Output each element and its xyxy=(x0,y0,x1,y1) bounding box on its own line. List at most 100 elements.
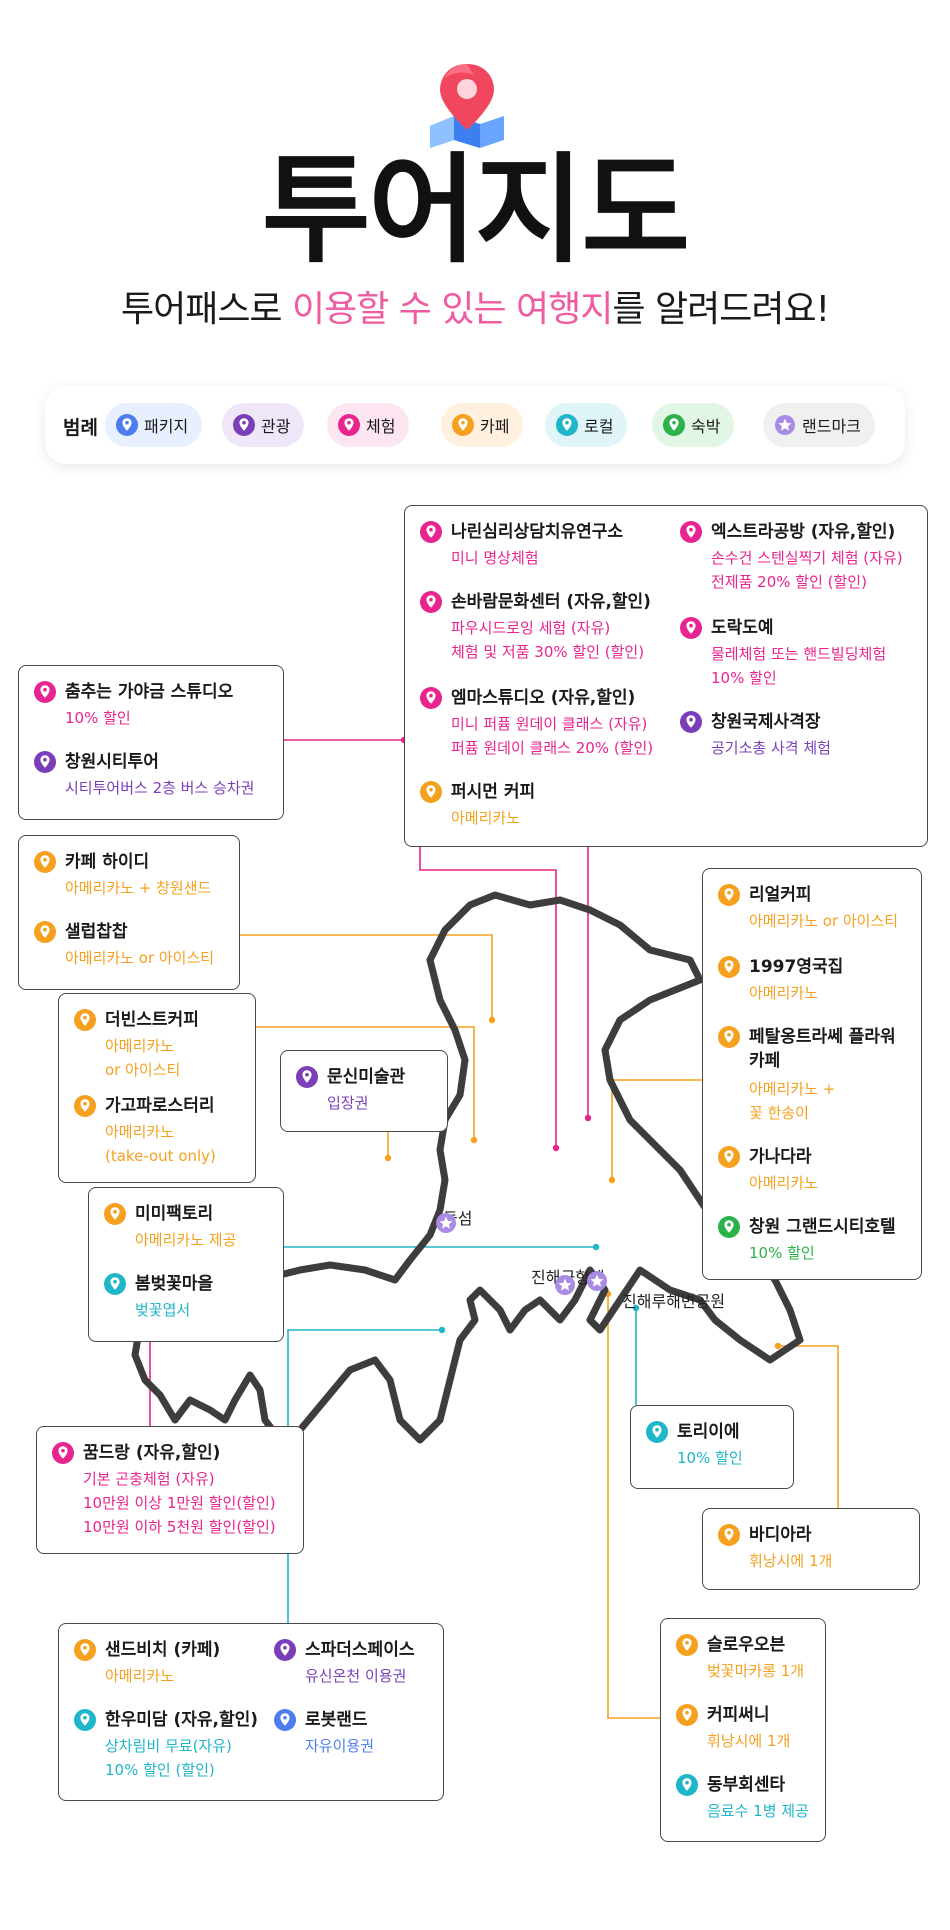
legend-item-체험: 체험 xyxy=(327,403,410,447)
map-pin-icon xyxy=(33,850,57,874)
place-name: 샌드비치 (카페) xyxy=(105,1640,221,1660)
place-benefit: 아메리카노 or 아이스티 xyxy=(749,912,899,930)
place-name: 카페 하이디 xyxy=(65,852,150,872)
place-benefit: 손수건 스텐실찍기 체험 (자유) xyxy=(711,549,903,567)
location-dot xyxy=(384,1154,392,1162)
place-name: 꿈드랑 (자유,할인) xyxy=(83,1443,221,1463)
legend-item-랜드마크: 랜드마크 xyxy=(763,403,875,447)
map-pin-icon xyxy=(419,590,443,614)
place-name: 퍼시먼 커피 xyxy=(451,782,536,802)
map-pin-icon xyxy=(419,686,443,710)
map-pin-icon xyxy=(717,955,741,979)
map-pin-icon xyxy=(675,1633,699,1657)
map-pin-icon xyxy=(679,520,703,544)
map-pin-icon xyxy=(717,1523,741,1547)
location-dot xyxy=(774,1342,782,1350)
map-pin-icon xyxy=(419,520,443,544)
place-name: 문신미술관 xyxy=(327,1067,406,1087)
place-benefit: 파우시드로잉 세험 (자유) xyxy=(451,619,611,637)
map-pin-icon xyxy=(73,1008,97,1032)
map-pin-icon xyxy=(675,1703,699,1727)
map-pin-icon xyxy=(717,1025,741,1049)
place-benefit: 휘낭시에 1개 xyxy=(749,1552,833,1570)
place-benefit: 퍼퓸 원데이 클래스 20% (할인) xyxy=(451,739,654,757)
map-pin-icon xyxy=(717,1215,741,1239)
place-name: 엑스트라공방 (자유,할인) xyxy=(711,522,896,542)
star-icon xyxy=(585,1269,609,1293)
connector-line xyxy=(149,1337,258,1426)
page-title: 투어지도 xyxy=(261,141,690,279)
location-dot xyxy=(470,1136,478,1144)
map-pin-icon xyxy=(717,1145,741,1169)
place-benefit: 공기소총 사격 체험 xyxy=(711,739,831,757)
place-benefit: 10% 할인 xyxy=(677,1449,743,1467)
connector-line xyxy=(611,1079,702,1180)
place-benefit: 아메리카노 제공 xyxy=(135,1231,237,1249)
legend-item-label: 랜드마크 xyxy=(802,417,861,436)
map-pin-icon xyxy=(295,1065,319,1089)
page-subtitle: 투어패스로 이용할 수 있는 여행지를 알려드려요! xyxy=(0,288,950,332)
subtitle-prefix: 투어패스로 xyxy=(120,289,292,330)
map-pin-icon xyxy=(73,1094,97,1118)
place-benefit: 벚꽃엽서 xyxy=(135,1301,191,1319)
place-name: 커피써니 xyxy=(707,1705,770,1725)
place-name: 로봇랜드 xyxy=(305,1710,368,1730)
star-icon xyxy=(773,413,797,437)
location-dot xyxy=(438,1326,446,1334)
map-pin-icon xyxy=(103,1202,127,1226)
landmark-label-jinhaeru-beach-park: 진해루해변공원 xyxy=(622,1292,726,1311)
place-benefit: 10% 할인 xyxy=(749,1244,815,1262)
place-benefit: 아메리카노 xyxy=(105,1123,175,1141)
place-name: 한우미담 (자유,할인) xyxy=(105,1710,259,1730)
location-dot xyxy=(552,1144,560,1152)
place-name: 가고파로스터리 xyxy=(105,1096,215,1116)
place-benefit: 기본 곤충체험 (자유) xyxy=(83,1470,215,1488)
connector-line xyxy=(240,934,493,1020)
place-name: 손바람문화센터 (자유,할인) xyxy=(451,592,651,612)
place-name: 리얼커피 xyxy=(749,885,812,905)
legend-item-관광: 관광 xyxy=(222,403,305,447)
place-benefit: 자유이용권 xyxy=(305,1737,375,1755)
map-pin-icon xyxy=(555,413,579,437)
legend-item-label: 체험 xyxy=(366,417,396,436)
place-name: 1997영국집 xyxy=(749,957,844,977)
place-benefit: 아메리카노 xyxy=(105,1667,175,1685)
map-pin-icon xyxy=(115,413,139,437)
map-pin-icon xyxy=(73,1708,97,1732)
place-benefit: 10% 할인 (할인) xyxy=(105,1761,215,1779)
place-benefit: 시티투어버스 2층 버스 승차권 xyxy=(65,779,255,797)
map-pin-icon xyxy=(451,413,475,437)
map-pin-icon xyxy=(675,1773,699,1797)
map-pin-icon xyxy=(679,710,703,734)
map-pin-hero-icon xyxy=(430,64,504,148)
place-benefit: 아메리카노 + 창원샌드 xyxy=(65,879,212,897)
map-pin-icon xyxy=(51,1441,75,1465)
place-name: 바디아라 xyxy=(749,1525,812,1545)
place-name: 춤추는 가야금 스튜디오 xyxy=(65,682,234,702)
map-pin-icon xyxy=(33,680,57,704)
place-benefit: or 아이스티 xyxy=(105,1061,181,1079)
map-pin-icon xyxy=(33,920,57,944)
place-benefit: 10만원 이상 1만원 할인(할인) xyxy=(83,1494,276,1512)
location-dot xyxy=(592,1243,600,1251)
place-benefit: 아메리카노 xyxy=(749,984,819,1002)
place-benefit: 입장권 xyxy=(327,1094,369,1112)
map-pin-icon xyxy=(232,413,256,437)
place-benefit: 아메리카노 xyxy=(749,1174,819,1192)
legend-title: 범례 xyxy=(63,417,98,439)
location-dot xyxy=(488,1016,496,1024)
place-benefit: 상차림비 무료(자유) xyxy=(105,1737,232,1755)
subtitle-suffix: 를 알려드려요! xyxy=(612,289,830,330)
place-name: 미미팩토리 xyxy=(135,1204,214,1224)
place-name: 창원 그랜드시티호텔 xyxy=(749,1217,896,1237)
place-benefit: 꽃 한송이 xyxy=(749,1104,809,1122)
location-dot xyxy=(608,1176,616,1184)
